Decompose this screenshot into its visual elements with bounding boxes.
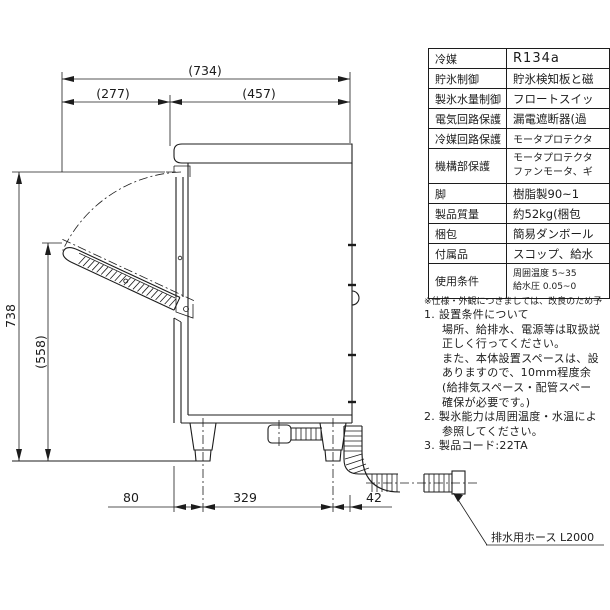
note-line: ありますので、10mm程度余 bbox=[442, 366, 592, 380]
spec-label: 製氷水量制御 bbox=[427, 88, 508, 109]
note-line: 3. 製品コード:22TA bbox=[424, 439, 528, 453]
table-row: 製氷水量制御フロートスイッ bbox=[427, 88, 610, 109]
hose-callout: 排水用ホース L2000 bbox=[453, 493, 604, 546]
top-lid bbox=[173, 143, 353, 164]
ice-machine-body bbox=[173, 143, 360, 424]
dim-277-label: (277) bbox=[96, 86, 130, 101]
note-line: 確保が必要です。) bbox=[442, 395, 531, 409]
spec-value: 貯氷検知板と磁 bbox=[506, 68, 610, 89]
notes-section: ※仕様・外観につきましては、改良のため予 1. 設置条件について 場所、給排水、… bbox=[424, 296, 610, 454]
spec-value: 樹脂製90~1 bbox=[506, 183, 610, 204]
drain-hose bbox=[343, 425, 480, 495]
dim-42-label: 42 bbox=[366, 490, 382, 505]
spec-label: 冷媒 bbox=[427, 48, 508, 69]
spec-value: 約52kg(梱包 bbox=[506, 203, 610, 224]
dim-80-label: 80 bbox=[123, 490, 139, 505]
disclaimer-note: ※仕様・外観につきましては、改良のため予 bbox=[424, 297, 603, 307]
rear-leg bbox=[319, 422, 347, 462]
dim-overall-depth: (734) bbox=[62, 63, 350, 82]
spec-value: 簡易ダンボール bbox=[506, 223, 610, 244]
extension-lines bbox=[12, 72, 351, 512]
table-row: 電気回路保護漏電遮断器(過 bbox=[427, 108, 610, 129]
spec-label: 脚 bbox=[427, 183, 508, 204]
spec-value: 漏電遮断器(過 bbox=[506, 108, 610, 129]
spec-label: 梱包 bbox=[427, 223, 508, 244]
table-row: 貯氷制御貯氷検知板と磁 bbox=[427, 68, 610, 89]
spec-label: 製品質量 bbox=[427, 203, 508, 224]
table-row: 製品質量約52kg(梱包 bbox=[427, 203, 610, 224]
dim-overall-height: 738 bbox=[3, 172, 22, 461]
note-line: また、本体設置スペースは、設 bbox=[442, 351, 599, 365]
spec-label: 機構部保護 bbox=[427, 148, 508, 184]
hose-label: 排水用ホース L2000 bbox=[491, 530, 594, 544]
spec-value: モータプロテクタファンモータ、ギ bbox=[506, 148, 610, 184]
spec-value: R134a bbox=[506, 48, 610, 69]
hose-end-fitting bbox=[451, 470, 466, 495]
table-row: 冷媒回路保護モータプロテクタ bbox=[427, 128, 610, 149]
note-line: 1. 設置条件について bbox=[424, 308, 529, 321]
spec-label: 付属品 bbox=[427, 243, 508, 264]
dim-door-open-height: (558) bbox=[33, 243, 51, 461]
note-line: 参照してください。 bbox=[442, 424, 544, 438]
front-leg bbox=[189, 422, 217, 462]
spec-label: 使用条件 bbox=[427, 263, 508, 299]
spec-value: スコップ、給水 bbox=[506, 243, 610, 264]
door-hatching bbox=[78, 256, 177, 307]
dim-738-label: 738 bbox=[3, 304, 18, 328]
dim-457-label: (457) bbox=[242, 86, 276, 101]
dim-bottom: 80 329 42 bbox=[108, 490, 392, 510]
spec-label: 冷媒回路保護 bbox=[427, 128, 508, 149]
door-hinge-pivot bbox=[183, 306, 189, 312]
table-row: 付属品スコップ、給水 bbox=[427, 243, 610, 264]
table-row: 梱包簡易ダンボール bbox=[427, 223, 610, 244]
note-line: (給排気スペース・配管スペー bbox=[442, 380, 592, 394]
door-screw bbox=[177, 255, 183, 261]
door-swing-arc bbox=[62, 171, 182, 251]
note-line: 2. 製氷能力は周囲温度・水温によ bbox=[424, 410, 598, 424]
note-line: 正しく行ってください。 bbox=[442, 337, 566, 351]
table-row: 機構部保護モータプロテクタファンモータ、ギ bbox=[427, 148, 610, 184]
table-row: 脚樹脂製90~1 bbox=[427, 183, 610, 204]
spec-value: フロートスイッ bbox=[506, 88, 610, 109]
back-fitting-bump bbox=[351, 290, 360, 306]
drain-trap bbox=[267, 420, 322, 448]
dim-door-open-depth: (277) (457) bbox=[62, 86, 350, 105]
spec-label: 貯氷制御 bbox=[427, 68, 508, 89]
note-line: 場所、給排水、電源等は取扱説 bbox=[442, 322, 601, 336]
spec-label: 電気回路保護 bbox=[427, 108, 508, 129]
door-open bbox=[61, 238, 195, 311]
dim-558-label: (558) bbox=[33, 335, 48, 369]
dim-329-label: 329 bbox=[233, 490, 257, 505]
dim-734-label: (734) bbox=[188, 63, 222, 78]
spec-value: モータプロテクタ bbox=[506, 128, 610, 149]
